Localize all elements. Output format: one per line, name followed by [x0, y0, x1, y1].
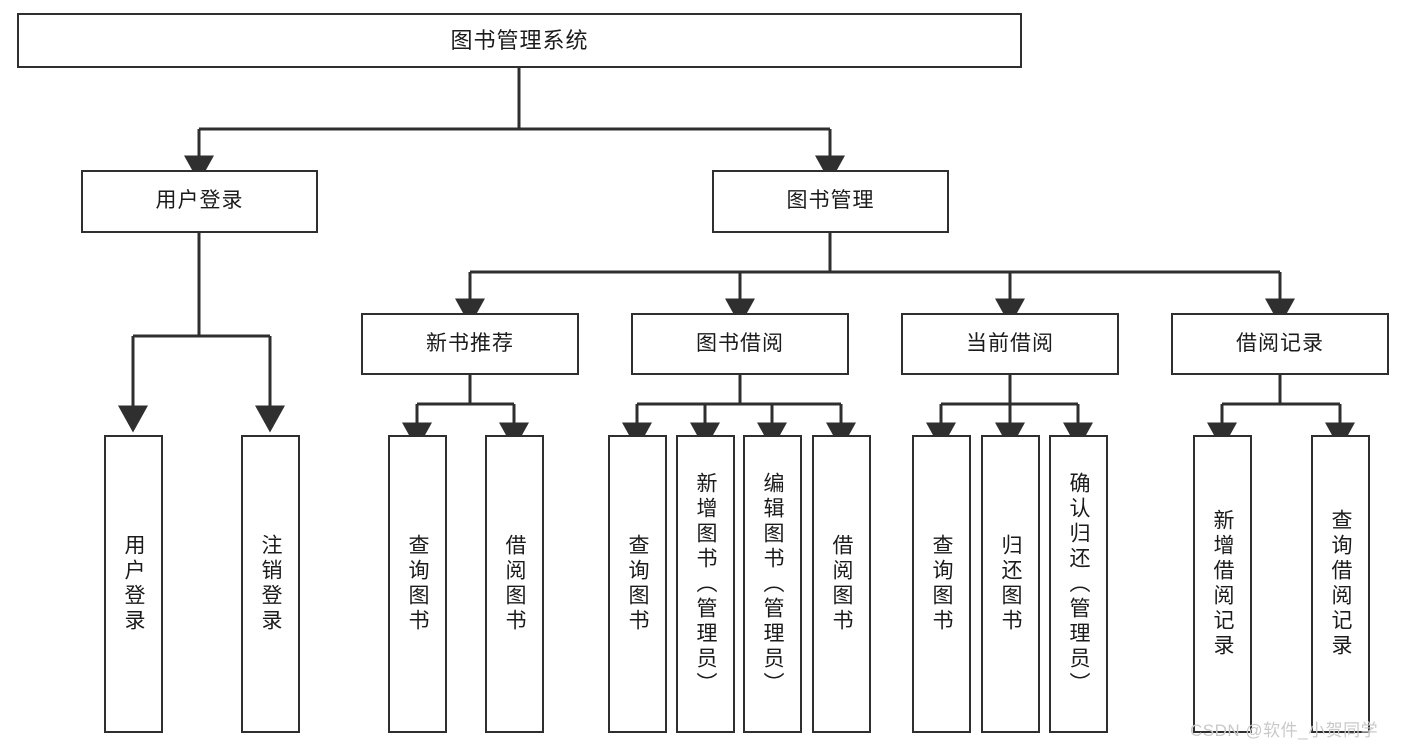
- leaf-new-book-query-book[interactable]: 查询图书: [388, 435, 447, 733]
- node-root-book-management-system[interactable]: 图书管理系统: [17, 13, 1022, 68]
- csdn-watermark: CSDN @软件_小贺同学: [1190, 721, 1379, 740]
- node-label: 借阅记录: [1236, 331, 1324, 355]
- node-label: 图书管理: [786, 189, 875, 213]
- node-label: 借阅图书: [830, 534, 853, 634]
- node-label: 图书借阅: [696, 331, 784, 355]
- node-book-management[interactable]: 图书管理: [712, 170, 949, 233]
- node-label: 新增图书（管理员）: [694, 471, 717, 697]
- leaf-book-borrow-query-book[interactable]: 查询图书: [608, 435, 667, 733]
- node-label: 新书推荐: [426, 331, 514, 355]
- node-label: 归还图书: [999, 534, 1022, 634]
- leaf-current-borrow-return-book[interactable]: 归还图书: [981, 435, 1040, 733]
- node-label: 新增借阅记录: [1211, 509, 1234, 659]
- node-borrow-record[interactable]: 借阅记录: [1171, 313, 1389, 375]
- leaf-current-borrow-confirm-return-admin[interactable]: 确认归还（管理员）: [1049, 435, 1108, 733]
- node-label: 查询借阅记录: [1329, 509, 1352, 659]
- node-label: 编辑图书（管理员）: [761, 471, 784, 697]
- node-label: 查询图书: [406, 534, 429, 634]
- node-label: 注销登录: [259, 534, 282, 634]
- leaf-current-borrow-query-book[interactable]: 查询图书: [912, 435, 971, 733]
- node-label: 用户登录: [122, 534, 145, 634]
- leaf-book-borrow-edit-book-admin[interactable]: 编辑图书（管理员）: [743, 435, 802, 733]
- leaf-book-borrow-borrow-book[interactable]: 借阅图书: [812, 435, 871, 733]
- node-current-borrow[interactable]: 当前借阅: [901, 313, 1119, 375]
- leaf-user-login-login[interactable]: 用户登录: [104, 435, 163, 733]
- node-label: 图书管理系统: [450, 27, 589, 53]
- node-book-borrow[interactable]: 图书借阅: [631, 313, 849, 375]
- node-label: 查询图书: [626, 534, 649, 634]
- leaf-borrow-record-add-record[interactable]: 新增借阅记录: [1193, 435, 1252, 733]
- leaf-new-book-borrow-book[interactable]: 借阅图书: [485, 435, 544, 733]
- node-label: 查询图书: [930, 534, 953, 634]
- leaf-borrow-record-query-record[interactable]: 查询借阅记录: [1311, 435, 1370, 733]
- leaf-user-login-logout[interactable]: 注销登录: [241, 435, 300, 733]
- node-user-login[interactable]: 用户登录: [81, 170, 318, 233]
- node-label: 当前借阅: [966, 331, 1054, 355]
- leaf-book-borrow-add-book-admin[interactable]: 新增图书（管理员）: [676, 435, 735, 733]
- node-label: 确认归还（管理员）: [1067, 471, 1090, 697]
- node-label: 借阅图书: [503, 534, 526, 634]
- node-label: 用户登录: [155, 189, 244, 213]
- node-new-book-recommendation[interactable]: 新书推荐: [361, 313, 579, 375]
